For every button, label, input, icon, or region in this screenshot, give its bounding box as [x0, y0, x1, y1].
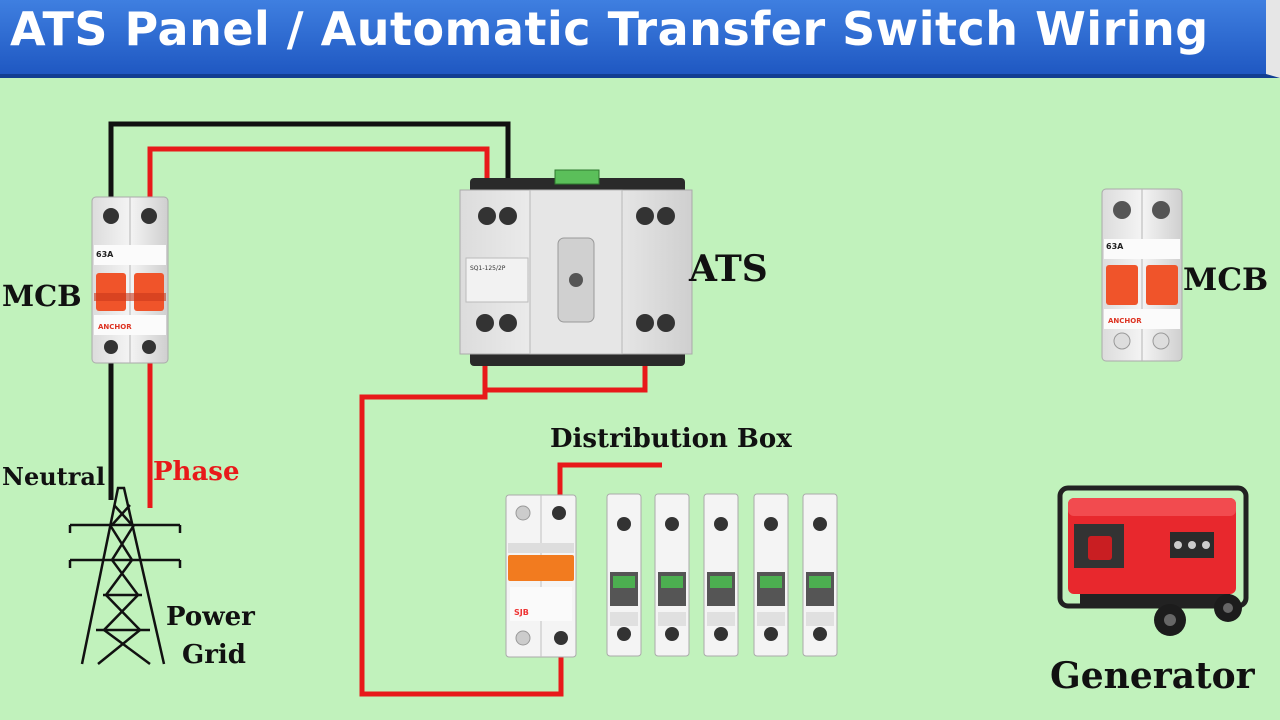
label-ats: ATS — [688, 248, 768, 290]
label-mcb-right: MCB — [1183, 262, 1268, 298]
mcb-right-rating: 63A — [1106, 242, 1124, 251]
page-title: ATS Panel / Automatic Transfer Switch Wi… — [10, 2, 1209, 56]
mcb-left-handle-2 — [134, 273, 164, 311]
db-main-handle — [508, 555, 574, 581]
db-breaker-4 — [753, 493, 789, 657]
label-power: Power — [166, 602, 255, 632]
mcb-right-handle-2 — [1146, 265, 1178, 305]
mcb-left: 63A ANCHOR — [91, 196, 169, 364]
db-breaker-2 — [654, 493, 690, 657]
mcb-right-brand: ANCHOR — [1108, 317, 1142, 325]
mcb-left-brand: ANCHOR — [98, 323, 132, 331]
label-generator: Generator — [1050, 655, 1256, 697]
ats-device: SQ1-125/2P — [459, 169, 693, 366]
mcb-left-handle-1 — [96, 273, 126, 311]
title-bar: ATS Panel / Automatic Transfer Switch Wi… — [0, 0, 1280, 78]
label-phase: Phase — [153, 457, 239, 487]
mcb-right-handle-1 — [1106, 265, 1138, 305]
ats-terminal-in-l — [478, 207, 496, 225]
neutral-wire-top — [108, 121, 511, 225]
generator-icon — [1057, 485, 1249, 636]
label-distribution-box: Distribution Box — [550, 424, 792, 454]
ats-terminal-out-1 — [476, 314, 494, 332]
ats-terminal-in-n — [499, 207, 517, 225]
label-neutral: Neutral — [2, 462, 105, 491]
db-brand: SJB — [514, 608, 529, 617]
label-grid: Grid — [182, 640, 246, 670]
ats-terminal-out-2 — [636, 314, 654, 332]
mcb-left-terminal-top-n — [103, 208, 119, 224]
db-breaker-1 — [606, 493, 642, 657]
ats-output-wire — [359, 322, 564, 697]
phase-wire-top — [147, 146, 490, 225]
db-breaker-5 — [802, 493, 838, 657]
ats-connector — [554, 169, 600, 185]
power-tower-icon — [68, 486, 182, 666]
mcb-right: 63A ANCHOR — [1101, 188, 1183, 362]
mcb-left-rating: 63A — [96, 250, 114, 259]
ats-model: SQ1-125/2P — [470, 265, 506, 272]
db-breaker-3 — [703, 493, 739, 657]
db-main-breaker: SJB — [505, 494, 577, 658]
label-mcb-left: MCB — [2, 279, 82, 313]
mcb-left-terminal-top-p — [141, 208, 157, 224]
